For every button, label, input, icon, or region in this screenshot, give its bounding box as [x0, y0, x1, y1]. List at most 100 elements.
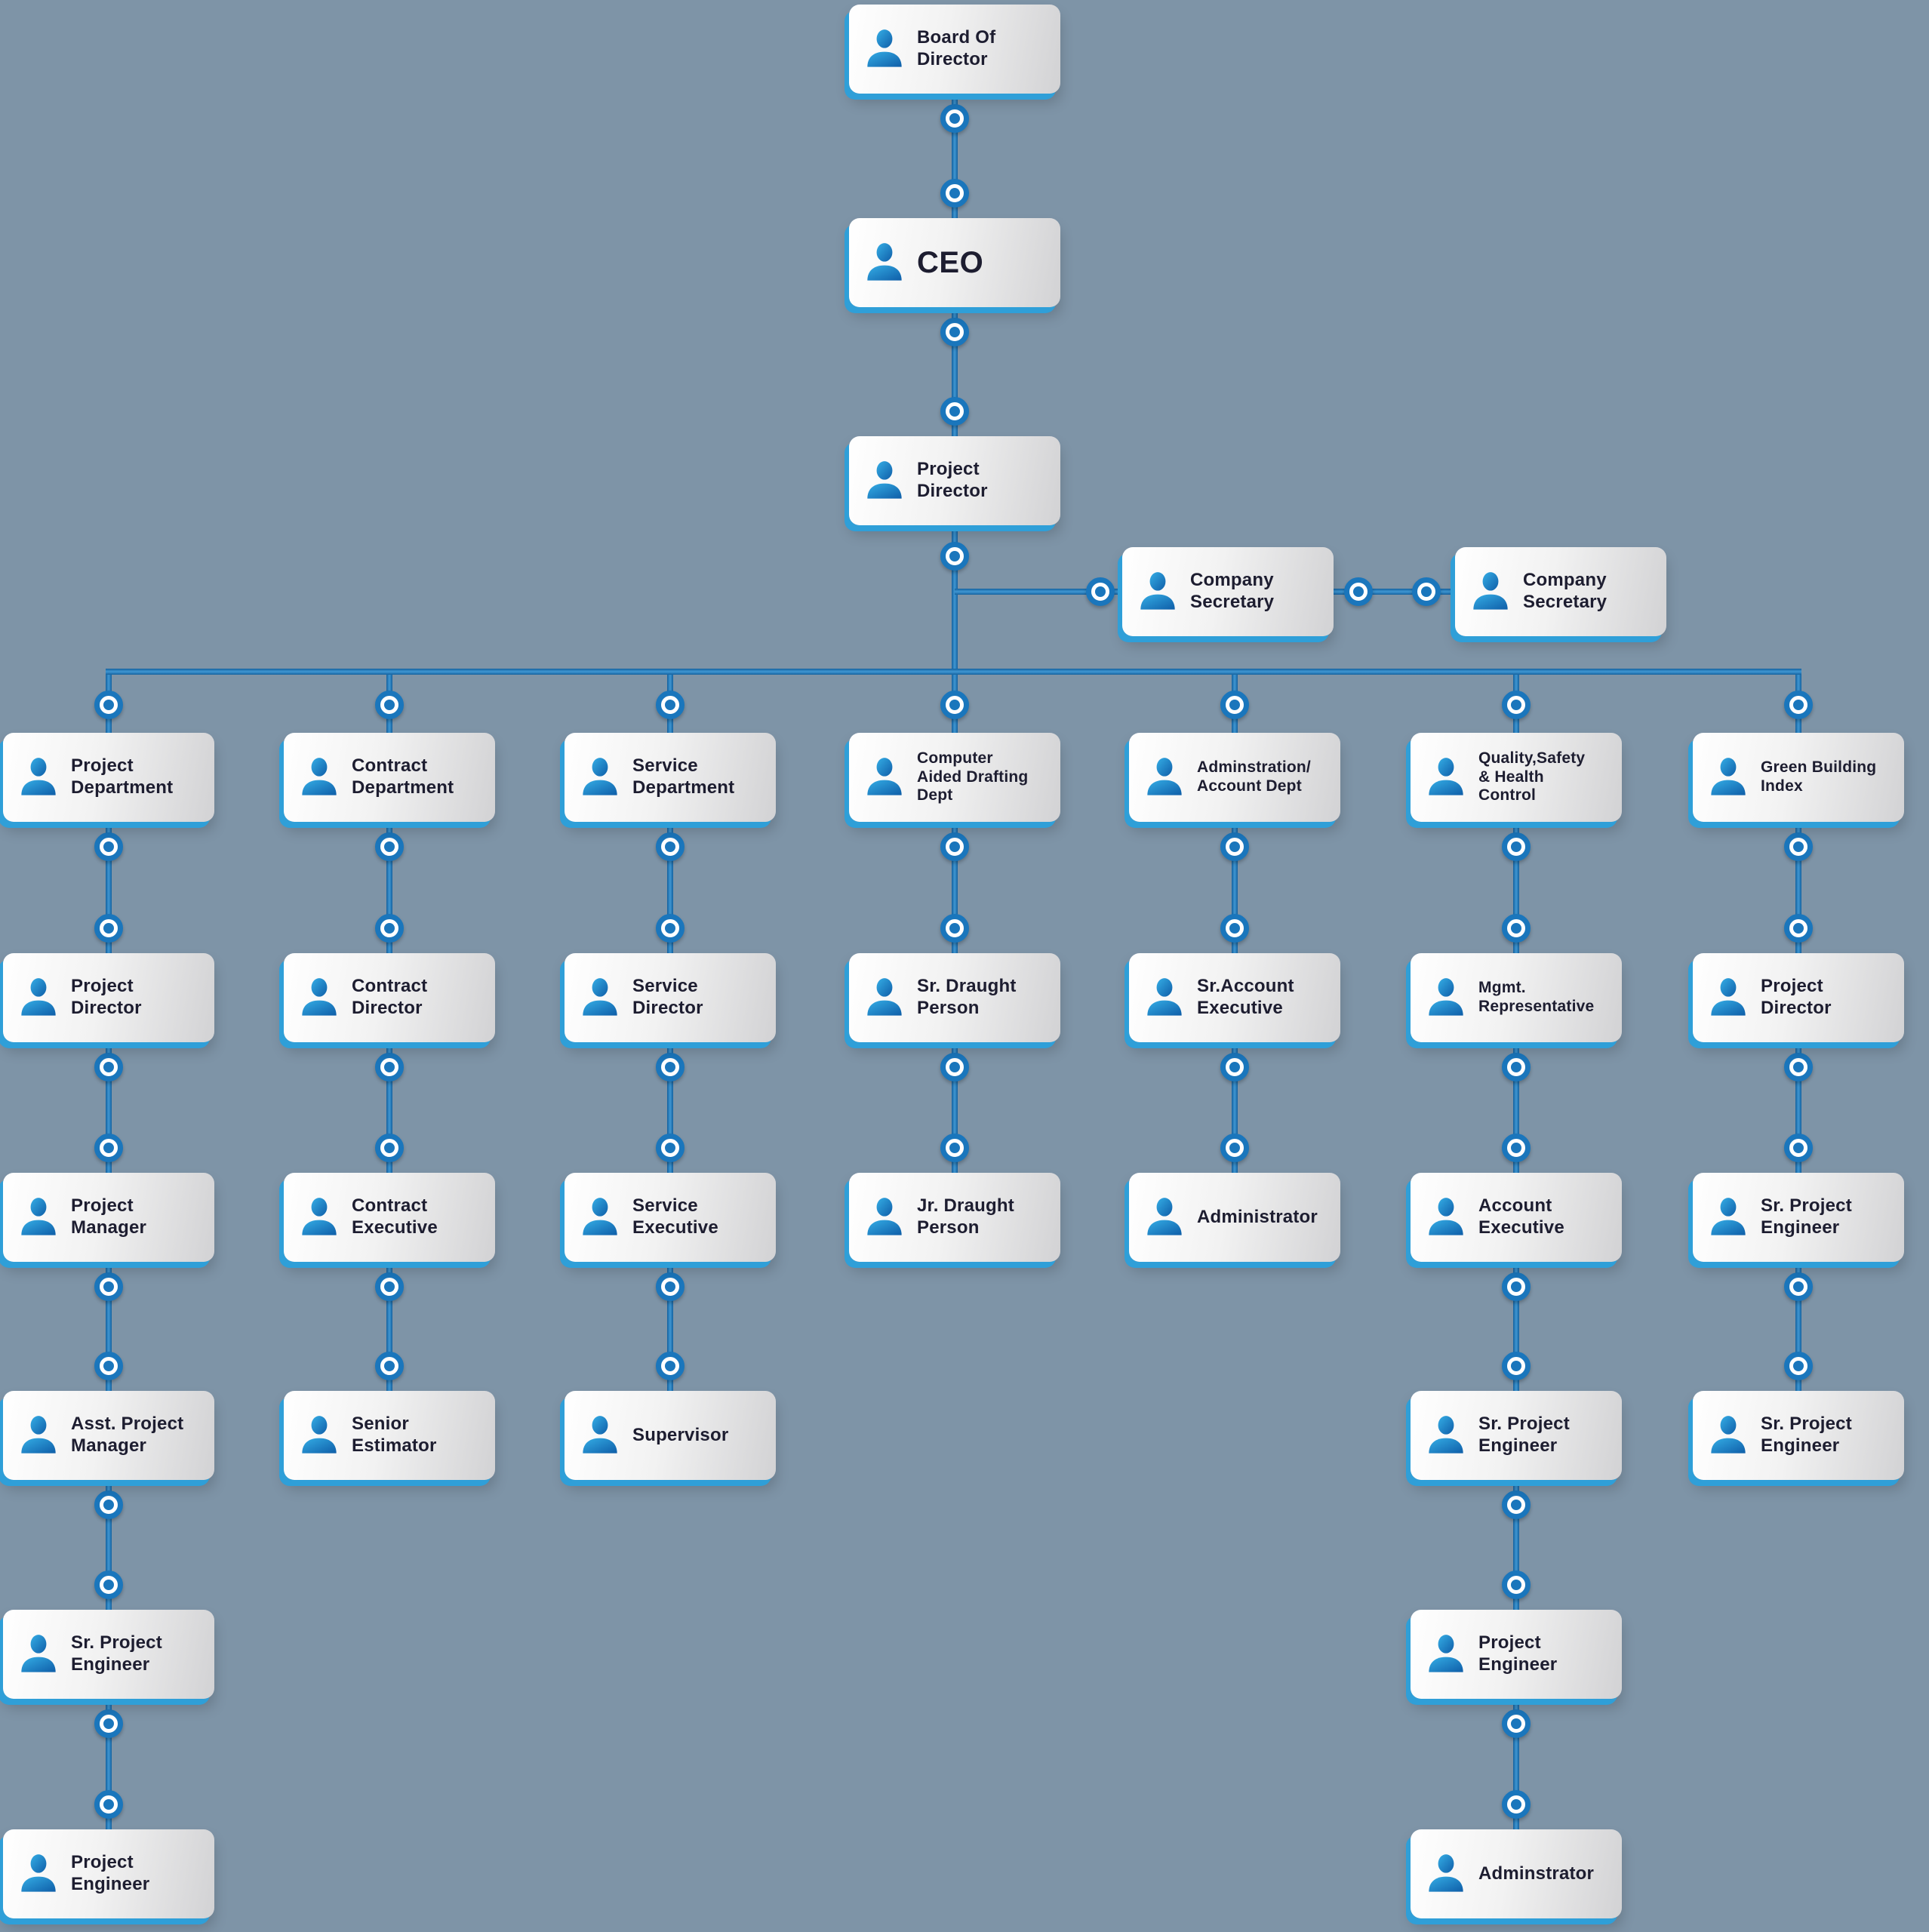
connector-node	[94, 1272, 123, 1301]
person-icon	[17, 1195, 60, 1239]
connector-node	[1220, 832, 1249, 861]
person-icon	[1706, 976, 1750, 1020]
connector-node	[940, 691, 969, 719]
org-card-label: Sr. Project Engineer	[1761, 1414, 1852, 1456]
org-card-supervisor: Supervisor	[565, 1391, 776, 1480]
connector-node	[1784, 1352, 1813, 1380]
connector-line	[1334, 589, 1455, 595]
connector-node	[94, 1352, 123, 1380]
connector-node	[375, 1272, 404, 1301]
person-icon	[297, 755, 341, 799]
org-card-computer-aided-drafting-dept: Computer Aided Drafting Dept	[849, 733, 1060, 822]
connector-line	[1513, 1042, 1519, 1173]
org-card-quality-safety-health-control: Quality,Safety & Health Control	[1411, 733, 1622, 822]
person-icon	[1706, 1195, 1750, 1239]
org-card-service-executive: Service Executive	[565, 1173, 776, 1262]
person-icon	[1136, 570, 1180, 614]
connector-line	[106, 1042, 112, 1173]
org-card-company-secretary: Company Secretary	[1455, 547, 1666, 636]
org-card-label: Green Building Index	[1761, 758, 1877, 795]
connector-node	[1784, 832, 1813, 861]
connector-node	[375, 1053, 404, 1081]
org-card-mgmt-representative: Mgmt. Representative	[1411, 953, 1622, 1042]
person-icon	[17, 1632, 60, 1676]
connector-node	[1502, 914, 1531, 943]
connector-line	[1513, 1699, 1519, 1829]
connector-node	[940, 1134, 969, 1162]
connector-line	[106, 822, 112, 953]
org-card-label: Project Director	[917, 459, 988, 501]
connector-node	[375, 914, 404, 943]
person-icon	[863, 755, 906, 799]
org-card-sr-project-engineer: Sr. Project Engineer	[1693, 1173, 1904, 1262]
person-icon	[1143, 976, 1186, 1020]
connector-node	[940, 318, 969, 346]
connector-node	[1784, 691, 1813, 719]
connector-line	[667, 1262, 673, 1391]
connector-node	[1086, 577, 1115, 606]
org-card-label: Sr. Project Engineer	[1761, 1195, 1852, 1238]
connector-node	[656, 1352, 685, 1380]
connector-line	[106, 1699, 112, 1829]
connector-node	[375, 691, 404, 719]
connector-node	[94, 1053, 123, 1081]
person-icon	[1143, 1195, 1186, 1239]
org-card-label: Sr.Account Executive	[1197, 976, 1294, 1018]
org-card-company-secretary: Company Secretary	[1122, 547, 1334, 636]
connector-line	[106, 1480, 112, 1610]
connector-node	[1502, 1491, 1531, 1519]
org-card-green-building-index: Green Building Index	[1693, 733, 1904, 822]
person-icon	[863, 1195, 906, 1239]
person-icon	[578, 976, 622, 1020]
connector-line	[386, 1042, 392, 1173]
org-card-label: Sr. Draught Person	[917, 976, 1017, 1018]
org-card-senior-estimator: Senior Estimator	[284, 1391, 495, 1480]
connector-node	[940, 179, 969, 208]
org-card-label: Company Secretary	[1190, 570, 1275, 612]
connector-line	[1795, 822, 1801, 953]
connector-node	[656, 914, 685, 943]
connector-line	[386, 1262, 392, 1391]
connector-line	[667, 822, 673, 953]
connector-node	[94, 1709, 123, 1738]
connector-line	[952, 1042, 958, 1173]
connector-node	[1784, 1053, 1813, 1081]
org-card-project-director: Project Director	[1693, 953, 1904, 1042]
connector-line	[106, 669, 1801, 675]
org-card-adminstration-account-dept: Adminstration/ Account Dept	[1129, 733, 1340, 822]
person-icon	[1424, 1414, 1468, 1457]
org-card-label: Project Department	[71, 755, 174, 798]
connector-node	[940, 104, 969, 133]
org-card-label: Adminstration/ Account Dept	[1197, 758, 1311, 795]
org-card-project-engineer: Project Engineer	[3, 1829, 214, 1918]
connector-node	[1220, 914, 1249, 943]
org-card-label: CEO	[917, 246, 984, 279]
org-card-label: Project Engineer	[71, 1852, 150, 1894]
org-card-service-department: Service Department	[565, 733, 776, 822]
person-icon	[1424, 755, 1468, 799]
person-icon	[1706, 1414, 1750, 1457]
person-icon	[297, 1195, 341, 1239]
connector-node	[94, 1134, 123, 1162]
connector-node	[1502, 1352, 1531, 1380]
connector-node	[1502, 1134, 1531, 1162]
org-card-label: Service Department	[632, 755, 735, 798]
org-card-contract-director: Contract Director	[284, 953, 495, 1042]
person-icon	[578, 1414, 622, 1457]
person-icon	[863, 976, 906, 1020]
person-icon	[578, 755, 622, 799]
person-icon	[297, 976, 341, 1020]
org-card-sr-project-engineer: Sr. Project Engineer	[1693, 1391, 1904, 1480]
connector-node	[1502, 832, 1531, 861]
org-card-label: Project Engineer	[1478, 1632, 1558, 1675]
person-icon	[863, 27, 906, 71]
connector-node	[94, 832, 123, 861]
person-icon	[1424, 1852, 1468, 1896]
org-card-project-manager: Project Manager	[3, 1173, 214, 1262]
connector-node	[656, 832, 685, 861]
connector-line	[1795, 1042, 1801, 1173]
org-card-label: Asst. Project Manager	[71, 1414, 184, 1456]
connector-line	[1795, 1262, 1801, 1391]
connector-node	[1220, 1134, 1249, 1162]
